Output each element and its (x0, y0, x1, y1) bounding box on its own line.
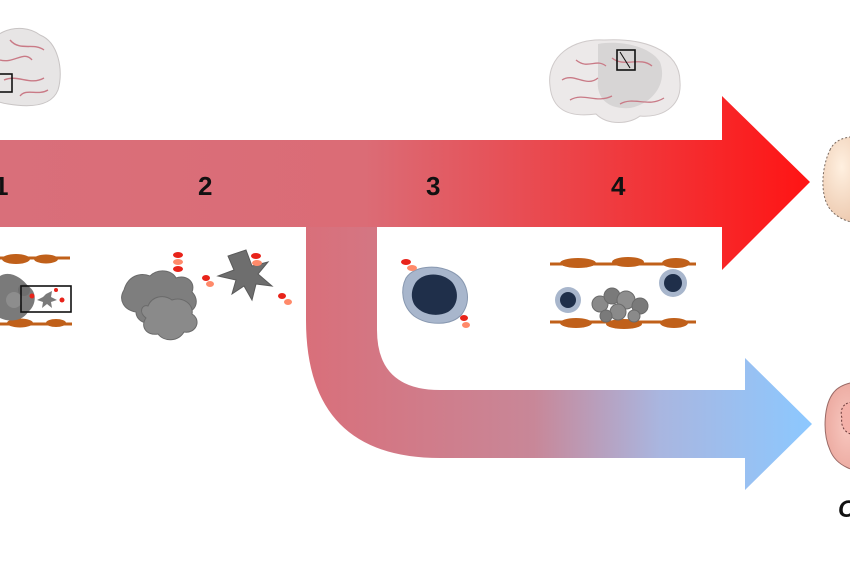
step-label-3: 3 (426, 171, 441, 201)
immune-cell-icon (659, 269, 687, 297)
brain-icon (549, 39, 681, 123)
zoom-box (20, 285, 72, 313)
step-label-1: 1 (0, 171, 9, 201)
vessel-icon (0, 254, 72, 328)
step-label-2: 2 (198, 171, 213, 201)
dendritic-cell-icon (216, 249, 274, 302)
vessel-icon (550, 257, 696, 329)
immune-cell-icon (555, 287, 581, 313)
tumor-cluster-icon (121, 270, 198, 341)
organ-icon (822, 136, 850, 223)
brain-icon (0, 27, 61, 107)
partial-label: C (838, 498, 850, 522)
organ-icon (824, 382, 850, 470)
upper-arrow (0, 96, 810, 270)
lower-arrow (306, 140, 812, 490)
signal-molecules (173, 252, 292, 305)
step-label-4: 4 (611, 171, 626, 201)
tumor-cluster-icon (591, 287, 649, 323)
immune-cell-icon (401, 259, 470, 328)
tumor-cluster-icon (0, 273, 35, 321)
